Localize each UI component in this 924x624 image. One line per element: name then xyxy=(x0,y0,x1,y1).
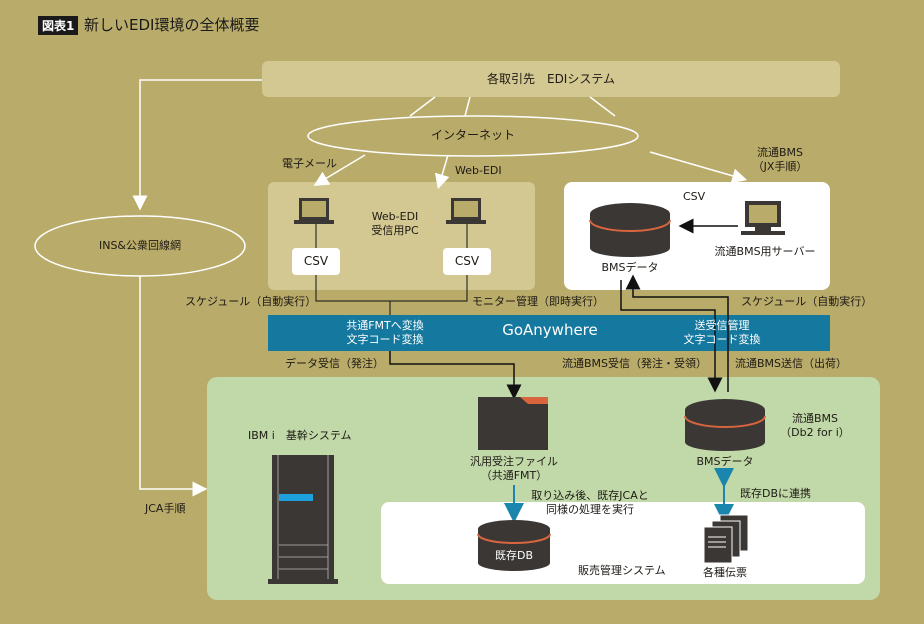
figure-title: 新しいEDI環境の全体概要 xyxy=(84,16,260,34)
server-monitor-icon xyxy=(741,201,785,235)
arrow-data-recv xyxy=(389,351,522,400)
generic-file-icon xyxy=(478,397,548,450)
ga-left-label: 共通FMTへ変換文字コード変換 xyxy=(346,319,424,346)
slips-icon xyxy=(703,514,749,564)
laptop-icon-2 xyxy=(446,198,486,224)
bms-jx-label: 流通BMS（JX手順） xyxy=(752,146,808,173)
bms-send-label: 流通BMS送信（出荷） xyxy=(735,357,848,370)
monitor-label: モニター管理（即時実行） xyxy=(472,295,604,308)
arrow-bms-send xyxy=(625,274,729,392)
bms-db2-label: 流通BMS（Db2 for i） xyxy=(780,412,850,439)
bms-data-cylinder-top xyxy=(589,203,671,257)
ibmi-label: IBM i 基幹システム xyxy=(248,429,352,442)
ins-label: INS&公衆回線網 xyxy=(98,239,182,252)
generic-file-label: 汎用受注ファイル（共通FMT） xyxy=(470,455,558,482)
laptop-icon-1 xyxy=(294,198,334,224)
schedule-right-label: スケジュール（自動実行） xyxy=(741,295,873,308)
partners-label: 各取引先 EDIシステム xyxy=(486,72,615,86)
bms-data-bottom-label: BMSデータ xyxy=(696,455,754,468)
internet-label: インターネット xyxy=(430,128,515,142)
webedi-label: Web-EDI xyxy=(455,164,502,177)
bms-data-cylinder-bottom xyxy=(684,399,766,451)
arrow-bms-jx xyxy=(649,151,748,184)
import-note: 取り込み後、既存JCAと同様の処理を実行 xyxy=(531,489,649,516)
sales-system-box xyxy=(381,502,865,584)
line-csv-join xyxy=(315,275,468,302)
bms-server-label: 流通BMS用サーバー xyxy=(714,245,816,258)
ibmi-server-icon xyxy=(268,455,338,584)
ga-right-label: 送受信管理文字コード変換 xyxy=(683,319,761,346)
link-note: 既存DBに連携 xyxy=(740,487,812,500)
arrow-email xyxy=(313,154,366,186)
csv-box-2: CSV xyxy=(443,248,491,275)
data-recv-label: データ受信（発注） xyxy=(285,357,384,370)
existing-db-label: 既存DB xyxy=(494,549,534,562)
existing-db-cylinder xyxy=(477,520,551,571)
arrow-webedi xyxy=(434,154,450,190)
arrow-jca xyxy=(139,276,208,497)
bms-data-top-label: BMSデータ xyxy=(601,261,659,274)
csv-box-1: CSV xyxy=(292,248,340,275)
sales-system-label: 販売管理システム xyxy=(578,564,666,577)
arrow-bms-recv xyxy=(620,280,723,393)
arrow-ins xyxy=(132,79,262,211)
line-partners-internet-2 xyxy=(464,96,471,117)
schedule-left-label: スケジュール（自動実行） xyxy=(185,295,317,308)
jca-label: JCA手順 xyxy=(145,502,186,515)
internet-ellipse xyxy=(307,115,639,157)
goanywhere-bar xyxy=(268,315,830,351)
partners-box xyxy=(262,61,840,97)
email-label: 電子メール xyxy=(282,157,337,170)
bms-recv-label: 流通BMS受信（発注・受領） xyxy=(562,357,708,370)
line-partners-internet-1 xyxy=(409,96,436,117)
csv-label: CSV xyxy=(683,190,706,203)
slips-label: 各種伝票 xyxy=(703,566,747,579)
figure-badge: 図表1 xyxy=(38,16,79,35)
line-partners-internet-3 xyxy=(589,96,616,117)
goanywhere-label: GoAnywhere xyxy=(502,321,598,339)
